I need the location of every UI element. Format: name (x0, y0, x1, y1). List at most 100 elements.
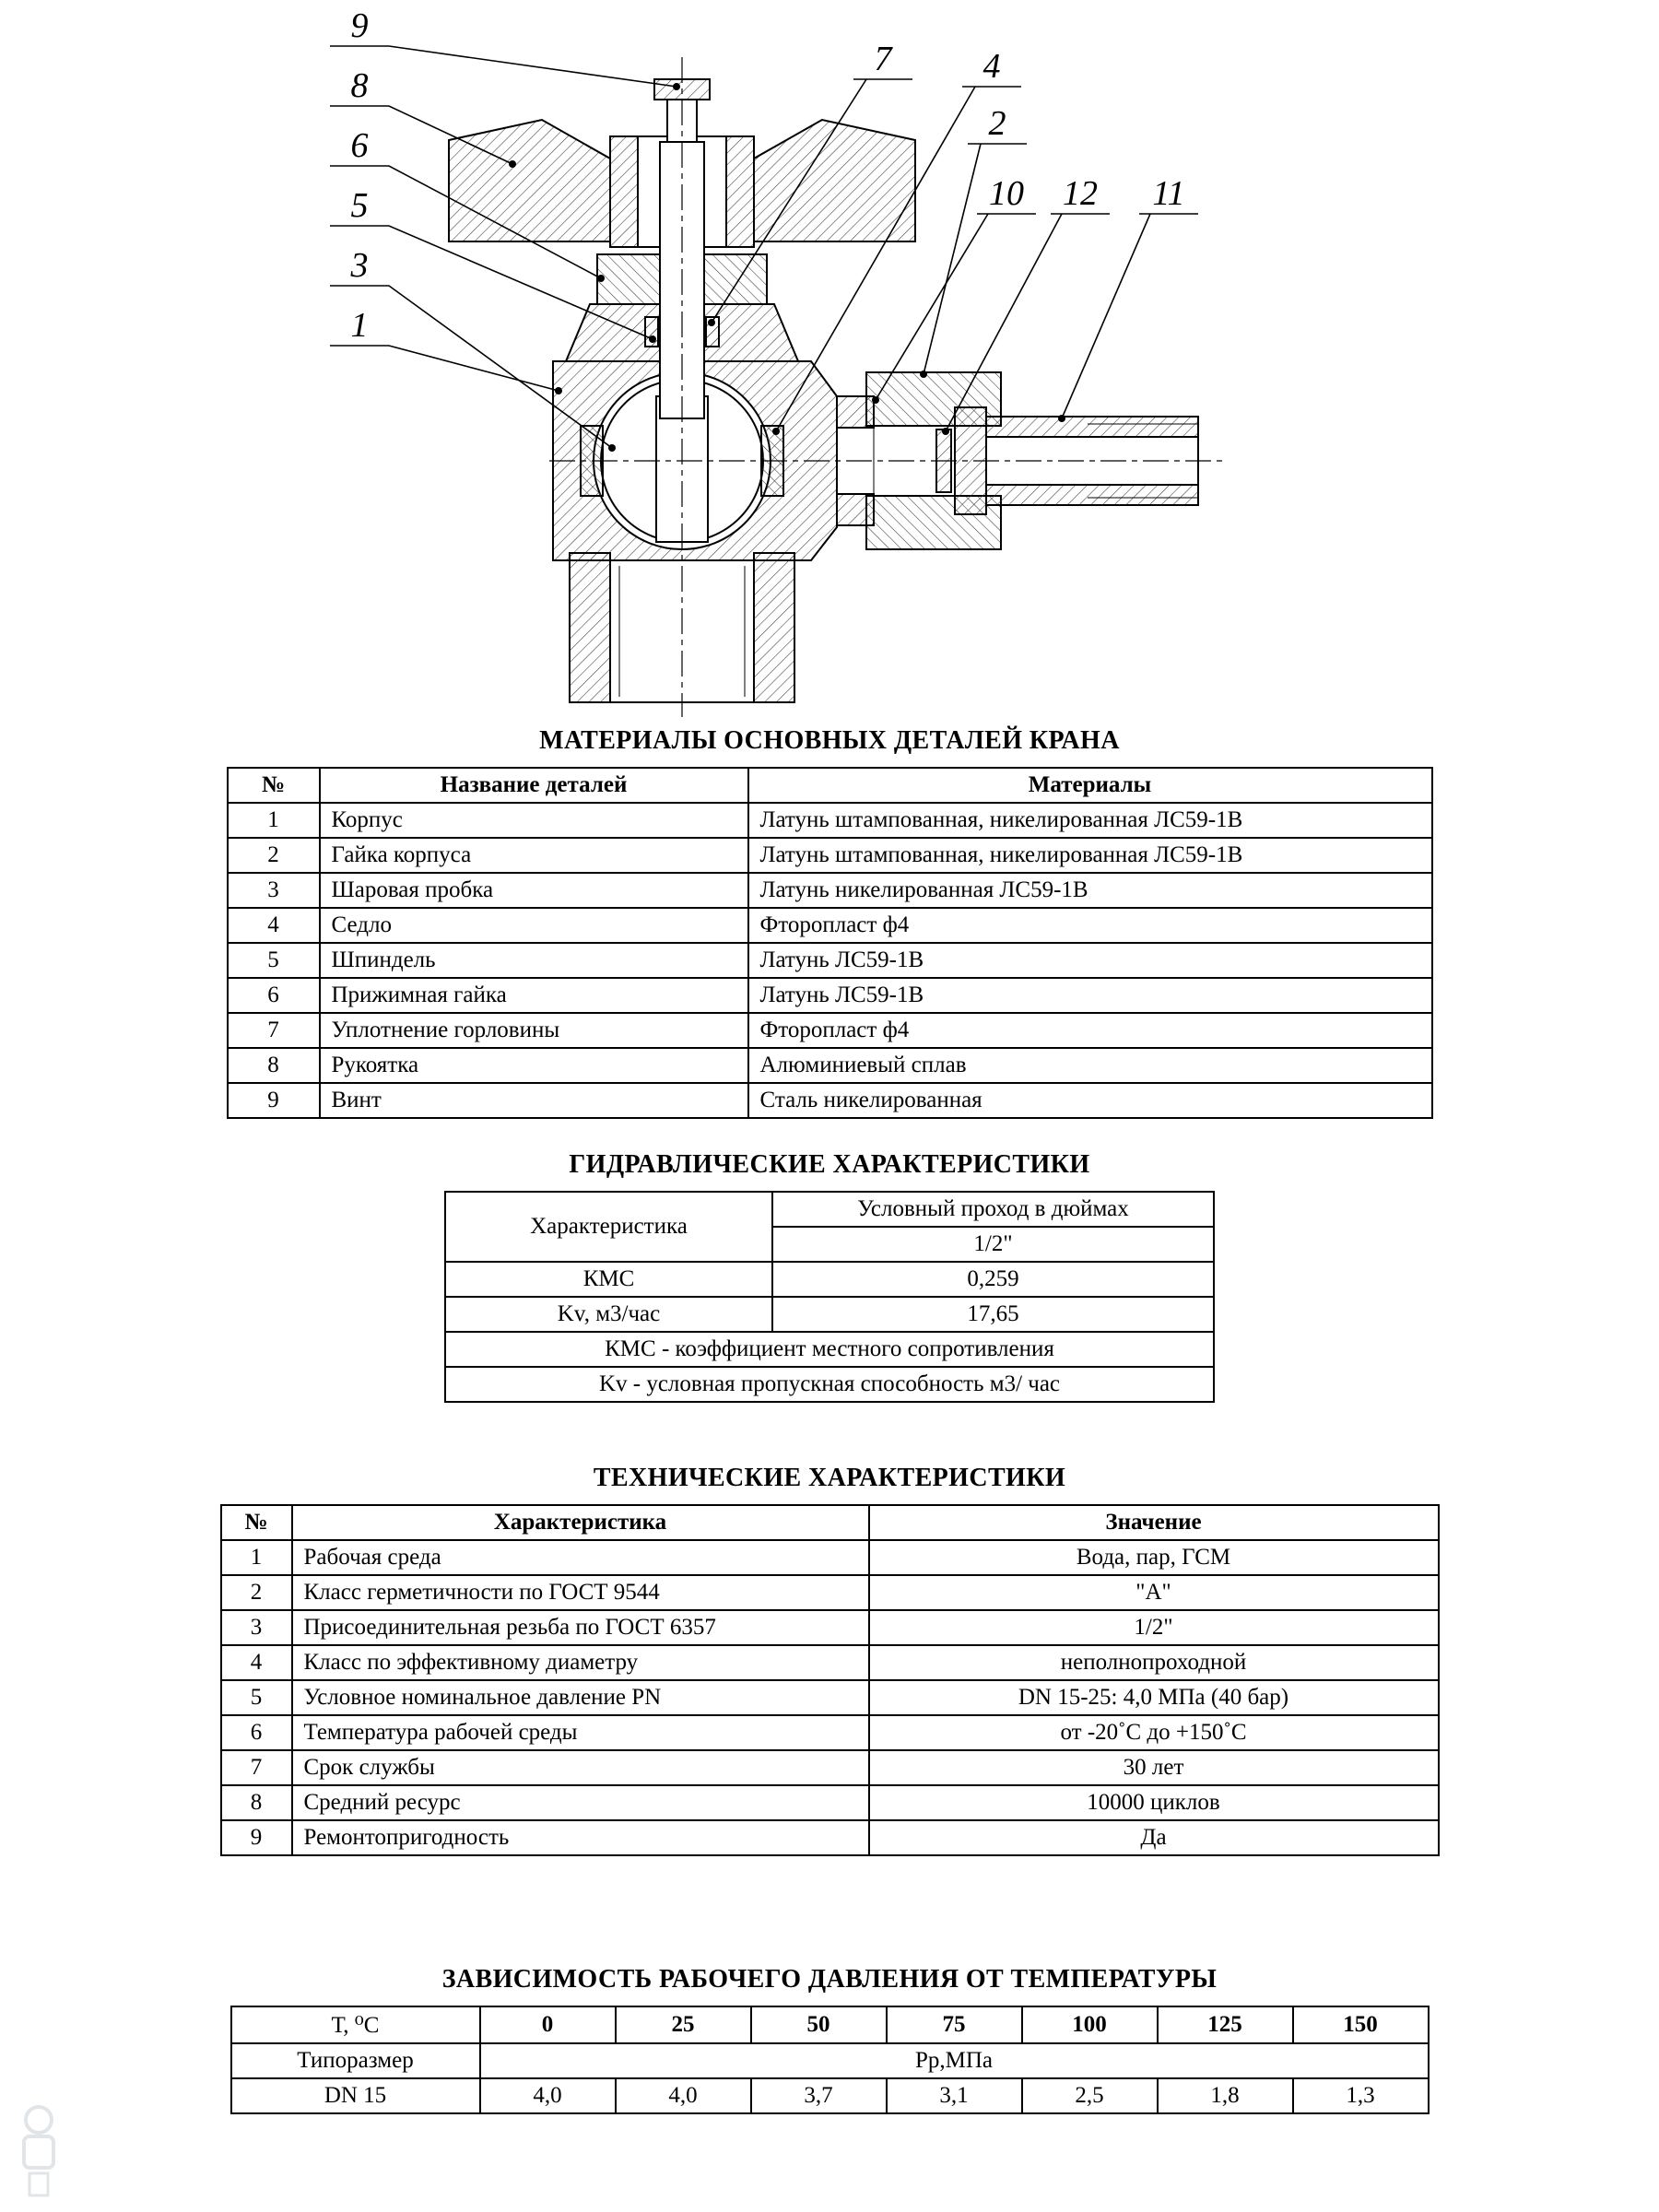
table-row: DN 15 4,0 4,0 3,7 3,1 2,5 1,8 1,3 (229, 2077, 1430, 2114)
table-row: 2 Класс герметичности по ГОСТ 9544 "А" (219, 1574, 1440, 1611)
hyd-char-label: Характеристика (444, 1191, 773, 1263)
callout-label: 4 (983, 47, 1001, 86)
table-header-row: Т, ⁰С 0 25 50 75 100 125 150 (229, 2006, 1430, 2044)
tech-value: Вода, пар, ГСМ (867, 1539, 1440, 1576)
temp-value: 100 (1020, 2006, 1159, 2044)
table-row: КМС - коэффициент местного сопротивления (444, 1331, 1215, 1368)
row-num: 3 (219, 1609, 293, 1646)
temp-value: 50 (749, 2006, 888, 2044)
hydraulic-table: Характеристика Условный проход в дюймах … (444, 1191, 1215, 1403)
part-material: Латунь штампованная, никелированная ЛС59… (747, 837, 1433, 874)
col-header: № (219, 1504, 293, 1541)
col-header: № (226, 767, 321, 804)
row-num: 5 (219, 1679, 293, 1716)
tech-value: "А" (867, 1574, 1440, 1611)
part-name: Гайка корпуса (318, 837, 749, 874)
callout-label: 7 (875, 40, 894, 78)
table-row: 7 Уплотнение горловины Фторопласт ф4 (226, 1012, 1433, 1049)
thread-lines (618, 406, 1198, 697)
row-num: 4 (219, 1644, 293, 1681)
tech-value: DN 15-25: 4,0 МПа (40 бар) (867, 1679, 1440, 1716)
callout-dots (509, 83, 1065, 452)
temp-value: 125 (1156, 2006, 1294, 2044)
row-num: 9 (226, 1082, 321, 1119)
tech-value: 10000 циклов (867, 1784, 1440, 1821)
materials-title: МАТЕРИАЛЫ ОСНОВНЫХ ДЕТАЛЕЙ КРАНА (539, 726, 1120, 755)
pressure-value: 2,5 (1020, 2077, 1159, 2114)
part-name: Корпус (318, 802, 749, 839)
tech-param: Рабочая среда (290, 1539, 870, 1576)
hyd-note: Kv - условная пропускная способность м3/… (444, 1366, 1215, 1403)
row-num: 1 (226, 802, 321, 839)
row-num: 4 (226, 907, 321, 944)
row-num: 9 (219, 1819, 293, 1856)
tech-value: неполнопроходной (867, 1644, 1440, 1681)
part-material: Латунь никелированная ЛС59-1В (747, 872, 1433, 909)
part-name: Шаровая пробка (318, 872, 749, 909)
row-num: 8 (219, 1784, 293, 1821)
tech-value: 1/2" (867, 1609, 1440, 1646)
table-header-row: № Характеристика Значение (219, 1504, 1440, 1541)
callout-label: 3 (350, 246, 369, 285)
hyd-value: 17,65 (771, 1296, 1215, 1333)
table-row: 3 Шаровая пробка Латунь никелированная Л… (226, 872, 1433, 909)
table-row: Характеристика Условный проход в дюймах (444, 1191, 1215, 1263)
pressure-title: ЗАВИСИМОСТЬ РАБОЧЕГО ДАВЛЕНИЯ ОТ ТЕМПЕРА… (441, 1965, 1218, 1994)
part-material: Сталь никелированная (747, 1082, 1433, 1119)
dn-label: DN 15 (229, 2077, 481, 2114)
callout-leaders (330, 45, 1198, 449)
table-header-row: № Название деталей Материалы (226, 767, 1433, 804)
table-row: 1/2" (445, 1226, 1215, 1263)
col-header: Характеристика (290, 1504, 870, 1541)
table-row: 6 Температура рабочей среды от -20˚С до … (219, 1714, 1440, 1751)
table-row: 3 Присоединительная резьба по ГОСТ 6357 … (219, 1609, 1440, 1646)
part-material: Фторопласт ф4 (747, 1012, 1433, 1049)
callout-label: 10 (989, 174, 1024, 213)
part-material: Алюминиевый сплав (747, 1047, 1433, 1084)
table-row: Kv - условная пропускная способность м3/… (444, 1366, 1215, 1403)
row-num: 6 (219, 1714, 293, 1751)
callout-label: 11 (1152, 174, 1184, 213)
row-num: 5 (226, 942, 321, 979)
tech-param: Срок службы (290, 1749, 870, 1786)
centerlines (549, 57, 1226, 717)
pressure-value: 1,3 (1291, 2077, 1430, 2114)
temp-value: 25 (614, 2006, 752, 2044)
pressure-section: ЗАВИСИМОСТЬ РАБОЧЕГО ДАВЛЕНИЯ ОТ ТЕМПЕРА… (0, 1965, 1659, 2114)
callout-label: 5 (351, 186, 369, 225)
technical-table: № Характеристика Значение 1 Рабочая сред… (219, 1504, 1440, 1856)
technical-section: ТЕХНИЧЕСКИЕ ХАРАКТЕРИСТИКИ № Характерист… (0, 1464, 1659, 1856)
tech-param: Средний ресурс (290, 1784, 870, 1821)
table-row: Kv, м3/час 17,65 (444, 1296, 1215, 1333)
part-material: Латунь штампованная, никелированная ЛС59… (747, 802, 1433, 839)
callout-label: 6 (351, 126, 369, 165)
tech-param: Температура рабочей среды (290, 1714, 870, 1751)
row-num: 1 (219, 1539, 293, 1576)
pressure-value: 3,7 (749, 2077, 888, 2114)
materials-table: № Название деталей Материалы 1 Корпус Ла… (226, 767, 1433, 1119)
callout-label: 12 (1063, 174, 1098, 213)
table-row: 9 Ремонтопригодность Да (219, 1819, 1440, 1856)
row-num: 8 (226, 1047, 321, 1084)
row-num: 2 (219, 1574, 293, 1611)
part-name: Седло (318, 907, 749, 944)
part-name: Прижимная гайка (318, 977, 749, 1014)
watermark-logo (22, 2105, 55, 2197)
temp-value: 75 (885, 2006, 1023, 2044)
hyd-param: КМС (444, 1261, 773, 1298)
hyd-pass-header: Условный проход в дюймах (771, 1191, 1215, 1228)
temp-value: 150 (1291, 2006, 1430, 2044)
hydraulic-title: ГИДРАВЛИЧЕСКИЕ ХАРАКТЕРИСТИКИ (569, 1150, 1090, 1179)
tech-value: от -20˚С до +150˚С (867, 1714, 1440, 1751)
tech-param: Класс по эффективному диаметру (290, 1644, 870, 1681)
technical-title: ТЕХНИЧЕСКИЕ ХАРАКТЕРИСТИКИ (593, 1464, 1066, 1492)
row-num: 6 (226, 977, 321, 1014)
col-header: Материалы (747, 767, 1433, 804)
col-header: Значение (867, 1504, 1440, 1541)
tech-param: Присоединительная резьба по ГОСТ 6357 (290, 1609, 870, 1646)
tech-value: Да (867, 1819, 1440, 1856)
hyd-pass-value: 1/2" (771, 1226, 1215, 1263)
valve-section-drawing: 9 8 6 5 3 1 7 4 2 10 12 11 (330, 6, 1226, 717)
table-row: 5 Условное номинальное давление PN DN 15… (219, 1679, 1440, 1716)
